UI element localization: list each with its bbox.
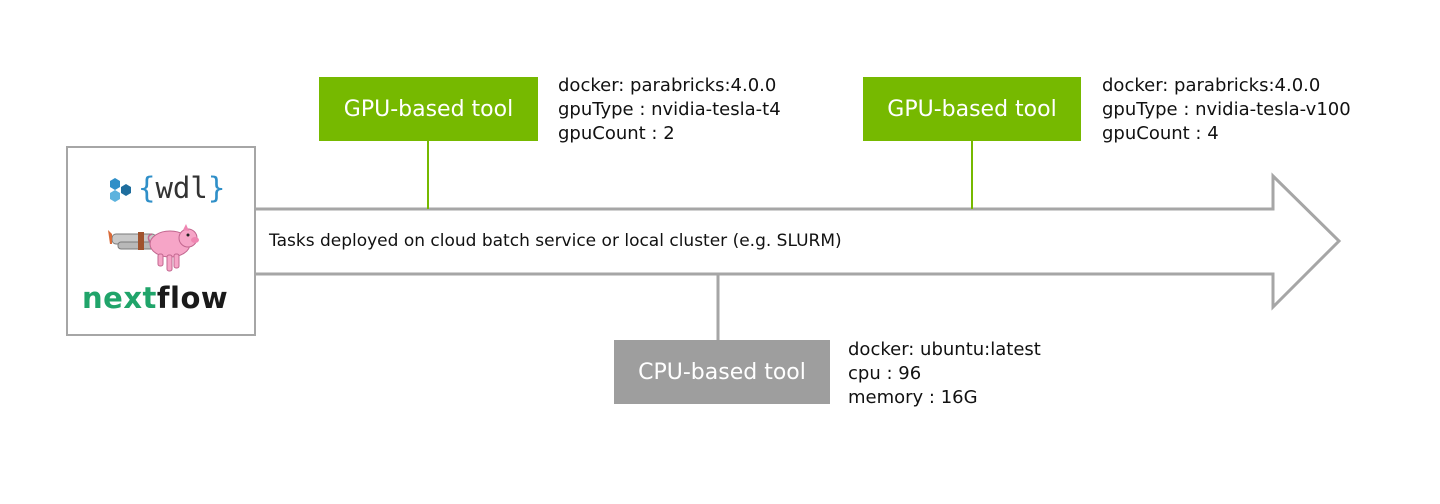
spec-docker: docker: parabricks:4.0.0 [1102, 75, 1321, 96]
cpu-tool-specs: docker: ubuntu:latest cpu : 96 memory : … [848, 338, 1041, 410]
gpu-tool-box-2: GPU-based tool [863, 77, 1081, 141]
wdl-hex-icon [110, 177, 131, 202]
workflow-engines-logo-box: {wdl} nextflow [66, 146, 256, 336]
cpu-tool-box: CPU-based tool [614, 340, 830, 404]
spec-gpu-count: gpuCount : 4 [1102, 123, 1219, 144]
arrow-label: Tasks deployed on cloud batch service or… [269, 231, 842, 251]
nextflow-logo: nextflow [82, 281, 229, 315]
wdl-logo: {wdl} [108, 174, 225, 203]
spec-gpu-type: gpuType : nvidia-tesla-t4 [558, 99, 781, 120]
flying-pig-logo [108, 224, 199, 272]
spec-cpu: cpu : 96 [848, 363, 922, 384]
spec-gpu-count: gpuCount : 2 [558, 123, 675, 144]
spec-docker: docker: ubuntu:latest [848, 339, 1041, 360]
spec-memory: memory : 16G [848, 387, 978, 408]
spec-gpu-type: gpuType : nvidia-tesla-v100 [1102, 99, 1351, 120]
pipeline-arrow [256, 172, 1342, 311]
spec-docker: docker: parabricks:4.0.0 [558, 75, 777, 96]
wdl-wordmark: {wdl} [138, 171, 226, 205]
gpu-tool-2-specs: docker: parabricks:4.0.0 gpuType : nvidi… [1102, 74, 1351, 146]
gpu-tool-box-1: GPU-based tool [319, 77, 538, 141]
gpu-tool-1-specs: docker: parabricks:4.0.0 gpuType : nvidi… [558, 74, 781, 146]
